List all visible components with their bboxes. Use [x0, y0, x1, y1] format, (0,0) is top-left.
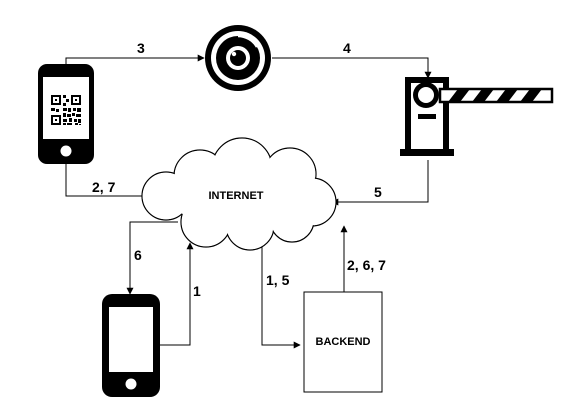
label-edge-barrier-to-internet: 5: [374, 184, 382, 200]
camera-icon: [205, 25, 271, 91]
backend-label: BACKEND: [316, 336, 371, 348]
label-edge-internet-to-phone2: 6: [134, 247, 142, 263]
label-edge-phone2-to-internet: 1: [193, 283, 201, 299]
internet-label: INTERNET: [209, 190, 264, 202]
label-edge-internet-to-backend: 1, 5: [266, 272, 290, 288]
edge-camera-to-barrier: [272, 57, 432, 79]
edge-internet-to-backend: [261, 244, 301, 349]
edge-phone2-to-internet: [160, 242, 194, 346]
barrier-gate-icon: [400, 77, 554, 156]
edge-phone-internet: [65, 164, 150, 197]
server-box: [303, 291, 383, 393]
barrier-arm: [438, 87, 554, 104]
edge-phone-to-camera: [65, 54, 205, 64]
label-edge-backend-to-internet: 2, 6, 7: [347, 257, 386, 273]
qr-code-icon: [51, 95, 81, 125]
smartphone-qr-icon: [38, 64, 94, 164]
connectors: [65, 54, 432, 349]
label-edge-phone-to-camera: 3: [137, 40, 145, 56]
cloud-icon: [141, 137, 337, 251]
smartphone-icon: [102, 294, 160, 397]
label-edge-phone-internet: 2, 7: [92, 179, 116, 195]
label-edge-camera-to-barrier: 4: [343, 40, 351, 56]
edge-internet-to-phone2: [126, 221, 178, 295]
edge-barrier-to-internet: [331, 160, 429, 206]
